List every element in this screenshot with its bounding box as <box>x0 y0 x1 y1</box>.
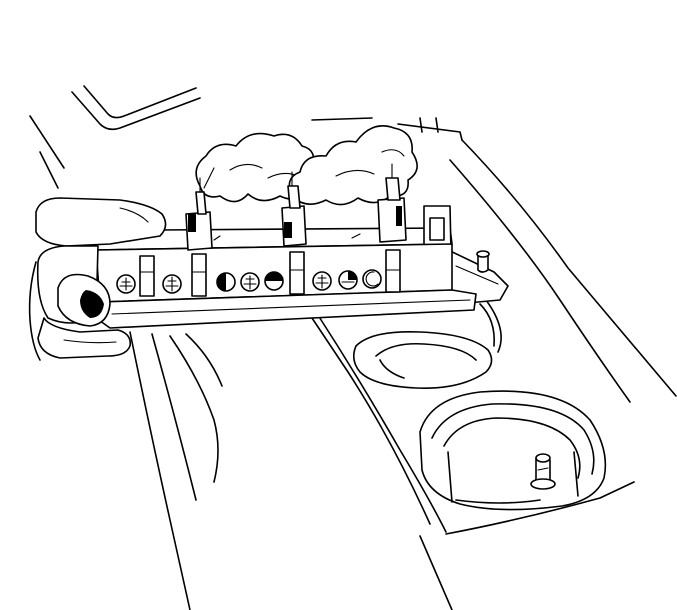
fan-speed-icon <box>312 271 332 291</box>
mode-crescent-icon <box>362 269 382 289</box>
power-outlet-post <box>530 453 556 490</box>
fan-speed-icon <box>240 272 260 292</box>
hvac-control-module <box>95 163 509 329</box>
upper-cup-holder <box>352 299 502 389</box>
mode-half-circle-icon <box>264 271 284 291</box>
wire-connector-2 <box>281 171 307 247</box>
console-outline <box>299 117 677 610</box>
seat-trim-outline <box>129 331 223 610</box>
fan-speed-icon <box>162 274 182 294</box>
technician-hand <box>28 197 167 361</box>
control-buttons <box>116 269 382 294</box>
mode-quarter-icon <box>338 270 358 290</box>
retaining-clips <box>139 249 401 297</box>
lower-cup-holder <box>419 390 607 511</box>
instrument-panel-outline <box>29 85 201 189</box>
wire-connector-1 <box>185 167 215 251</box>
wire-connector-3 <box>377 163 407 243</box>
wire-harness-cloud-right <box>288 125 418 206</box>
mode-half-circle-icon <box>216 272 236 292</box>
fan-speed-icon <box>116 274 136 294</box>
